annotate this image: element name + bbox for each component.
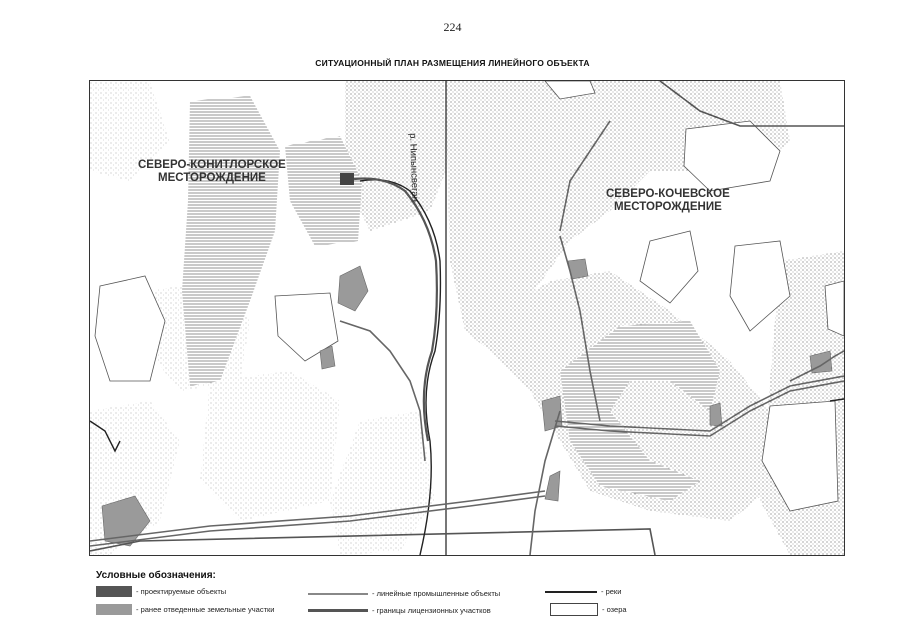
legend-item-linear: - линейные промышленные объекты <box>308 589 500 598</box>
legend-item-river: - реки <box>545 587 621 596</box>
lake-swatch <box>550 603 598 616</box>
industrial-lines <box>90 120 844 555</box>
legend-item-planned: - проектируемые объекты <box>96 586 226 597</box>
field-name-line2: МЕСТОРОЖДЕНИЕ <box>158 172 266 184</box>
deposit-hatch <box>182 96 720 501</box>
legend-label: - ранее отведенные земельные участки <box>136 605 275 614</box>
field-name-line1: СЕВЕРО-КОНИТЛОРСКОЕ <box>138 159 286 171</box>
allocated-land-swatch <box>96 604 132 615</box>
situation-map: СЕВЕРО-КОНИТЛОРСКОЕ МЕСТОРОЖДЕНИЕ СЕВЕРО… <box>89 80 845 556</box>
legend-item-license: - границы лицензионных участков <box>308 606 491 615</box>
planned-objects <box>340 173 438 442</box>
field-name-line2: МЕСТОРОЖДЕНИЕ <box>614 201 722 213</box>
legend-label: - границы лицензионных участков <box>372 606 491 615</box>
page-number: 224 <box>443 20 462 34</box>
linear-industrial-swatch <box>308 592 368 595</box>
field-label-severo-kochevskoe: СЕВЕРО-КОЧЕВСКОЕ МЕСТОРОЖДЕНИЕ <box>606 188 730 214</box>
map-title: СИТУАЦИОННЫЙ ПЛАН РАЗМЕЩЕНИЯ ЛИНЕЙНОГО О… <box>315 58 590 68</box>
field-name-line1: СЕВЕРО-КОЧЕВСКОЕ <box>606 188 730 200</box>
license-boundaries <box>90 81 844 555</box>
legend-label: - линейные промышленные объекты <box>372 589 501 598</box>
field-label-severo-konitlorskoe: СЕВЕРО-КОНИТЛОРСКОЕ МЕСТОРОЖДЕНИЕ <box>138 159 286 185</box>
legend-label: - озера <box>602 605 627 614</box>
legend-item-allocated: - ранее отведенные земельные участки <box>96 604 274 615</box>
river-label: р. Нипынсвеган <box>407 133 421 203</box>
river-swatch <box>545 590 597 593</box>
legend-label: - реки <box>601 587 622 596</box>
lakes <box>94 81 844 512</box>
license-boundary-swatch <box>308 609 368 612</box>
map-canvas <box>90 81 844 555</box>
legend-title: Условные обозначения: <box>96 570 216 581</box>
legend-item-lake: - озера <box>550 603 627 616</box>
legend-label: - проектируемые объекты <box>136 587 227 596</box>
rivers <box>90 179 844 555</box>
planned-objects-swatch <box>96 586 132 597</box>
